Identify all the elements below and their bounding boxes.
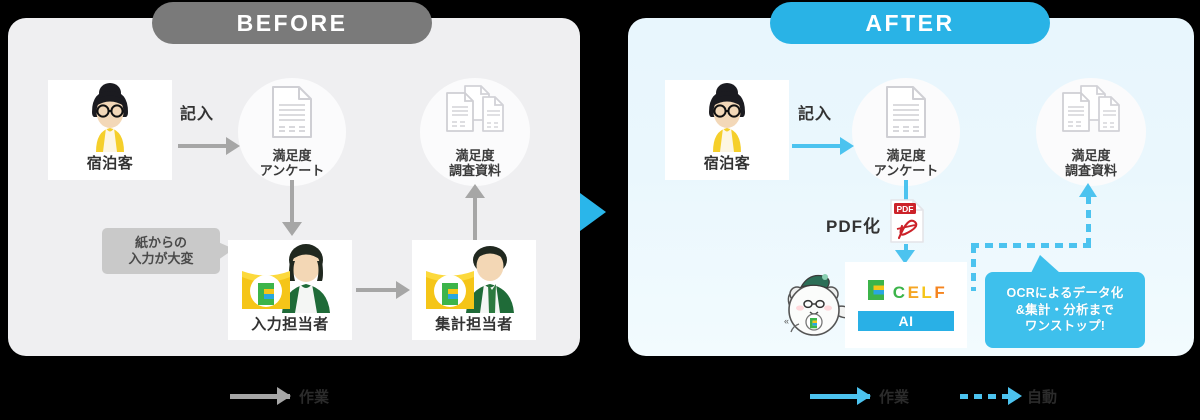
pdf-document-icon: PDF: [888, 198, 926, 249]
guest-woman-avatar-icon: [73, 80, 147, 152]
after-materials-blob: 満足度 調査資料: [1036, 78, 1146, 186]
before-materials-up-arrow-head: [465, 184, 485, 198]
before-materials-up-line: [473, 196, 477, 240]
svg-text:«: «: [784, 316, 789, 326]
after-write-arrow-head: [840, 137, 854, 155]
after-dotted-line-up-from-celf: [971, 245, 976, 291]
celf-ai-card: CELF AI: [845, 262, 967, 348]
after-legend-dotted-arrow-icon: [960, 387, 1022, 405]
before-guest-caption: 宿泊客: [86, 155, 134, 172]
svg-text:PDF: PDF: [897, 204, 914, 214]
callout-line-3: ワンストップ!: [1024, 319, 1106, 334]
before-write-arrow-head: [226, 137, 240, 155]
before-materials-caption-2: 調査資料: [448, 163, 501, 178]
after-survey-caption-2: アンケート: [873, 163, 939, 178]
before-survey-caption-1: 満足度: [272, 148, 312, 164]
after-survey-blob: 満足度 アンケート: [852, 78, 960, 186]
before-materials-caption-1: 満足度: [455, 148, 495, 164]
before-paper-pain-bubble: 紙からの 入力が大変: [102, 228, 234, 274]
after-materials-caption-2: 調査資料: [1064, 163, 1117, 178]
celf-c-mark-icon: [865, 279, 887, 306]
before-staff-arrow-line: [356, 288, 398, 292]
before-entry-staff-caption: 入力担当者: [251, 316, 329, 333]
after-materials-caption-1: 満足度: [1071, 148, 1111, 164]
celf-letter-f: F: [934, 282, 948, 302]
before-survey-caption-2: アンケート: [259, 163, 325, 178]
after-dotted-line-horizontal: [971, 243, 1091, 248]
before-title-pill: BEFORE: [152, 2, 432, 44]
after-write-arrow-line: [792, 144, 842, 148]
celf-letter-l: L: [921, 282, 935, 302]
callout-line-2: &集計・分析まで: [1015, 302, 1115, 317]
after-legend-solid-arrow-icon: [810, 387, 871, 405]
before-write-arrow-line: [178, 144, 228, 148]
after-legend-auto: 自動: [960, 386, 1057, 407]
single-document-icon: [269, 85, 315, 144]
cyan-triangle-arrow-icon: [580, 193, 606, 231]
before-survey-down-line: [290, 180, 294, 225]
guest-woman-avatar-icon: [690, 80, 764, 152]
before-guest-tile: 宿泊客: [48, 80, 172, 180]
after-title-pill: AFTER: [770, 2, 1050, 44]
celf-letter-c: C: [892, 282, 908, 302]
after-guest-tile: 宿泊客: [665, 80, 789, 180]
after-guest-caption: 宿泊客: [703, 155, 751, 172]
after-write-label: 記入: [798, 106, 833, 123]
celf-ai-badge: AI: [858, 311, 954, 331]
before-tally-staff-tile: 集計担当者: [412, 240, 536, 340]
female-staff-celf-folder-icon: [234, 243, 346, 313]
before-legend-label: 作業: [299, 389, 330, 406]
male-staff-celf-folder-icon: [418, 243, 530, 313]
after-dotted-arrow-head-up: [1079, 183, 1097, 197]
single-document-icon: [883, 85, 929, 144]
before-entry-staff-tile: 入力担当者: [228, 240, 352, 340]
bubble-line-2: 入力が大変: [128, 251, 194, 266]
after-legend-manual: 作業: [810, 386, 909, 407]
before-legend: 作業: [230, 386, 329, 407]
before-tally-staff-caption: 集計担当者: [435, 316, 513, 333]
stacked-documents-icon: [1059, 85, 1123, 144]
before-materials-blob: 満足度 調査資料: [420, 78, 530, 186]
after-legend-dotted-label: 自動: [1027, 389, 1058, 406]
callout-line-1: OCRによるデータ化: [1006, 286, 1124, 301]
after-pdf-down-arrow-head: [895, 250, 915, 264]
celf-logotype: CELF: [893, 283, 947, 303]
after-legend-solid-label: 作業: [879, 389, 910, 406]
before-survey-down-arrow-head: [282, 222, 302, 236]
after-survey-down-line: [904, 180, 908, 200]
before-write-label: 記入: [180, 106, 215, 123]
after-ocr-callout: OCRによるデータ化 &集計・分析まで ワンストップ!: [985, 255, 1145, 348]
after-survey-caption-1: 満足度: [886, 148, 926, 164]
bubble-line-1: 紙からの: [134, 234, 187, 250]
celf-bear-mascot-icon: «: [768, 268, 855, 349]
stacked-documents-icon: [443, 85, 507, 144]
celf-letter-e: E: [907, 282, 922, 302]
after-pdf-down-line: [904, 244, 908, 253]
callout-tail-icon: [1031, 255, 1060, 273]
before-legend-arrow-icon: [230, 387, 291, 405]
after-pdf-label: PDF化: [826, 217, 881, 236]
after-dotted-line-up-to-materials: [1086, 196, 1091, 246]
before-survey-blob: 満足度 アンケート: [238, 78, 346, 186]
before-staff-arrow-head: [396, 281, 410, 299]
